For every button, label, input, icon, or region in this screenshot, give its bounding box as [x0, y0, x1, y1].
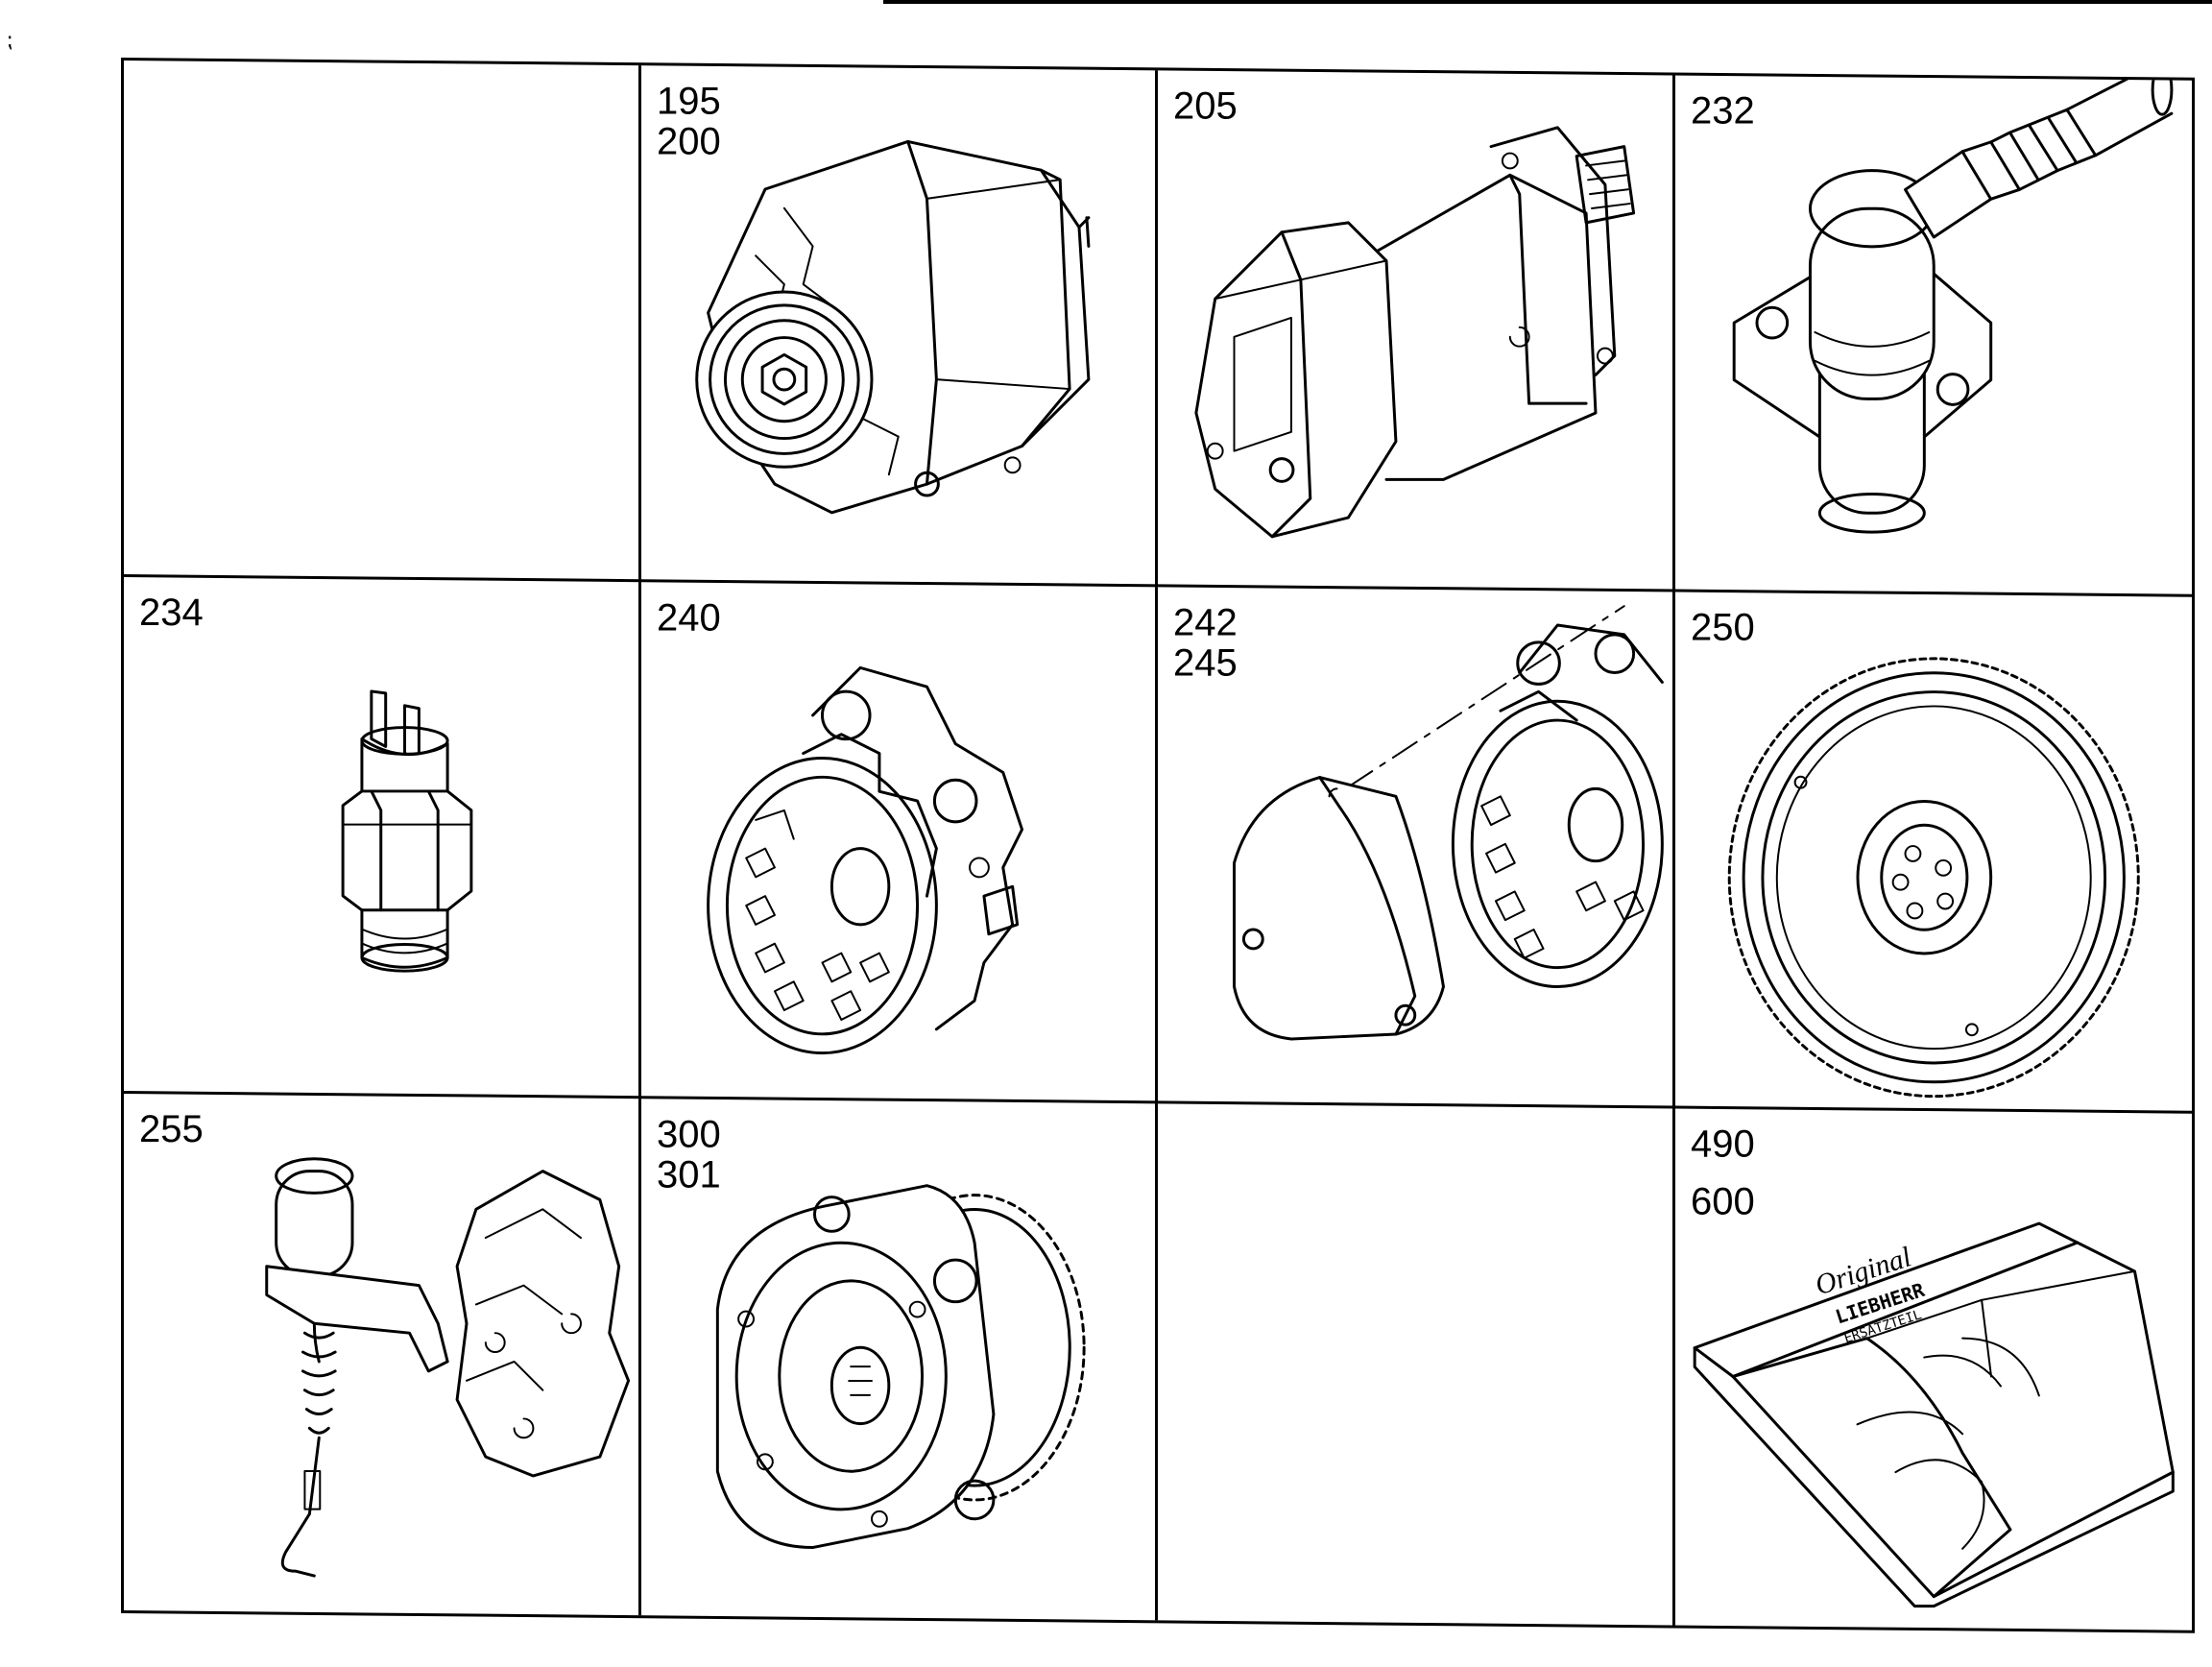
part-cell-490-600[interactable]: 490 600 Original LIEBHERR ERSATZTEIL: [1675, 1109, 2193, 1631]
rectifier-bracket-icon: [706, 665, 1023, 1055]
sensor-with-bracket-icon: [265, 1157, 631, 1578]
gear-pump-icon: [715, 1184, 1086, 1550]
starter-motor-icon: [1194, 126, 1636, 539]
alternator-icon: [694, 139, 1090, 515]
speed-sensor-icon: [1732, 75, 2173, 534]
flywheel-icon: [1727, 657, 2140, 1099]
part-cell-205[interactable]: 205: [1158, 70, 1675, 592]
top-rule: [883, 0, 2212, 4]
parts-box-icon: Original LIEBHERR ERSATZTEIL: [1693, 1221, 2175, 1608]
temperature-switch-icon: [341, 689, 473, 973]
part-cell-195-200[interactable]: 195 200: [640, 65, 1158, 588]
part-cell-240[interactable]: 240: [640, 582, 1158, 1104]
part-cell-empty-2: [1158, 1103, 1675, 1626]
part-cell-300-301[interactable]: 300 301: [640, 1099, 1158, 1621]
bracket-with-cover-icon: [1233, 605, 1664, 1041]
parts-grid: 195 200 205: [121, 58, 2195, 1633]
part-cell-232[interactable]: 232: [1674, 75, 2192, 597]
part-cell-242-245[interactable]: 242 245: [1158, 587, 1675, 1109]
part-cell-255[interactable]: 255: [124, 1094, 641, 1616]
part-cell-250[interactable]: 250: [1674, 592, 2192, 1114]
corner-mark: ⁏: [6, 29, 13, 53]
part-cell-234[interactable]: 234: [124, 577, 641, 1099]
part-cell-empty-1: [124, 60, 641, 583]
